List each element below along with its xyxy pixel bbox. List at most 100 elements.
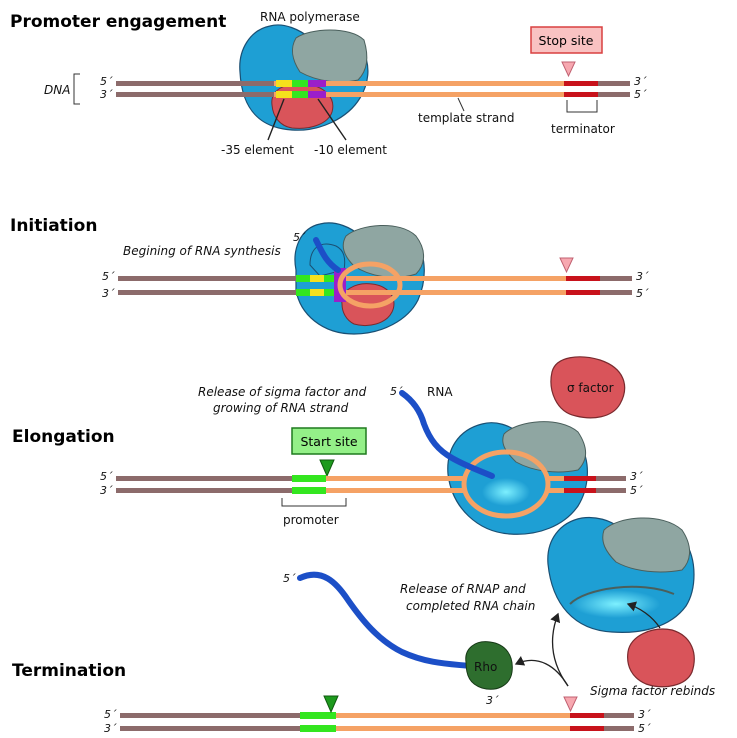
dna-bottom-strand-mid [336, 726, 570, 731]
dna-top-strand-right [596, 476, 626, 481]
dna-bottom-strand-mid [326, 488, 464, 493]
terminator-top [564, 476, 596, 481]
rna-strand-1 [313, 237, 341, 273]
three-prime-label: 3´ [486, 694, 499, 707]
transcription-bubble-2 [461, 449, 551, 519]
dna-top-strand-right [598, 81, 630, 86]
promoter-top [300, 712, 336, 719]
promoter-label: promoter [283, 513, 339, 527]
dna-bottom-strand-left [116, 92, 274, 97]
dna-top-strand-mid [548, 476, 564, 481]
dna-top-strand-left [118, 276, 296, 281]
dna-bracket [73, 73, 80, 105]
terminator-bottom [570, 726, 604, 731]
rna-strand-2 [399, 390, 495, 479]
minus35-element-bottom [310, 289, 324, 296]
dna-top-strand-mid [326, 476, 464, 481]
promoter-top [292, 475, 326, 482]
sigma-rebinds-label: Sigma factor rebinds [590, 684, 715, 698]
beginning-rna-synthesis-label: Begining of RNA synthesis [123, 244, 281, 258]
rna-polymerase-3 [447, 421, 588, 535]
minus10-label: -10 element [314, 143, 387, 157]
three-prime-label: 3´ [638, 708, 651, 721]
five-prime-label: 5´ [293, 231, 306, 244]
rna-polymerase-1 [239, 24, 369, 131]
terminator-bottom [566, 290, 600, 295]
sigma-rebind-arrow [626, 601, 661, 629]
template-strand-label: template strand [418, 111, 514, 125]
start-site-marker-2 [323, 695, 339, 714]
stop-site-marker-2 [559, 257, 574, 274]
minus35-element-top [276, 80, 292, 87]
template-strand-pointer [457, 97, 465, 112]
terminator-label: terminator [551, 122, 615, 136]
dna-top-strand-mid [336, 713, 570, 718]
dna-top-strand-left [120, 713, 300, 718]
completed-rna-chain [297, 571, 473, 669]
dna-bottom-strand-mid [346, 290, 566, 295]
promoter-bracket [281, 498, 347, 507]
stop-site-marker-1 [561, 61, 576, 78]
five-prime-label: 5´ [102, 270, 115, 283]
release-sigma-label-line2: growing of RNA strand [213, 401, 349, 415]
section-title-promoter-engagement: Promoter engagement [10, 12, 226, 32]
three-prime-label: 3´ [102, 287, 115, 300]
minus10-pointer [317, 98, 347, 141]
dna-bottom-strand-right [600, 290, 632, 295]
minus35-element-top [310, 275, 324, 282]
rna-polymerase-free [547, 516, 695, 633]
minus35-pointer [267, 98, 285, 141]
five-prime-label: 5´ [104, 708, 117, 721]
active-site-glow [482, 478, 530, 506]
five-prime-label: 5´ [100, 470, 113, 483]
dna-bottom-strand-right [604, 726, 634, 731]
stop-site-marker-3 [563, 696, 578, 713]
three-prime-label: 3´ [634, 75, 647, 88]
rho-label: Rho [474, 660, 497, 674]
dna-bottom-strand-right [596, 488, 626, 493]
dna-top-strand-left [116, 81, 274, 86]
minus35-element-bottom [276, 91, 292, 98]
sigma-factor-blob [550, 356, 626, 419]
dna-top-strand-mid [346, 276, 566, 281]
dna-bottom-strand-left [118, 290, 296, 295]
terminator-top [564, 81, 598, 86]
promoter-bottom [300, 725, 336, 732]
five-prime-label: 5´ [390, 385, 403, 398]
promoter-bottom [296, 289, 310, 296]
terminator-top [566, 276, 600, 281]
promoter-top [292, 80, 308, 87]
five-prime-label: 5´ [634, 88, 647, 101]
minus10-element-top [308, 80, 326, 87]
dna-bottom-strand-mid [548, 488, 564, 493]
release-rnap-label-line2: completed RNA chain [406, 599, 535, 613]
dna-top-strand-right [604, 713, 634, 718]
rna-polymerase-label: RNA polymerase [260, 10, 360, 24]
five-prime-label: 5´ [630, 484, 643, 497]
dna-top-strand-right [600, 276, 632, 281]
start-site-marker-1 [319, 459, 335, 478]
rna-label: RNA [427, 385, 453, 399]
terminator-bottom [564, 92, 598, 97]
dna-label: DNA [44, 83, 70, 97]
start-site-box [291, 427, 367, 455]
three-prime-label: 3´ [636, 270, 649, 283]
promoter-top [324, 275, 334, 282]
promoter-bottom [292, 91, 308, 98]
section-title-initiation: Initiation [10, 216, 97, 236]
release-rnap-arrow [550, 612, 569, 687]
three-prime-label: 3´ [100, 88, 113, 101]
stop-site-box [530, 26, 603, 54]
five-prime-label: 5´ [636, 287, 649, 300]
release-sigma-label-line1: Release of sigma factor and [198, 385, 367, 399]
rho-protein [465, 641, 513, 690]
section-title-termination: Termination [12, 661, 126, 681]
three-prime-label: 3´ [100, 484, 113, 497]
terminator-top [570, 713, 604, 718]
promoter-bottom [324, 289, 334, 296]
dna-top-strand-left [116, 476, 292, 481]
sigma-factor-rebinding-blob [627, 628, 695, 688]
dna-bottom-strand-right [598, 92, 630, 97]
